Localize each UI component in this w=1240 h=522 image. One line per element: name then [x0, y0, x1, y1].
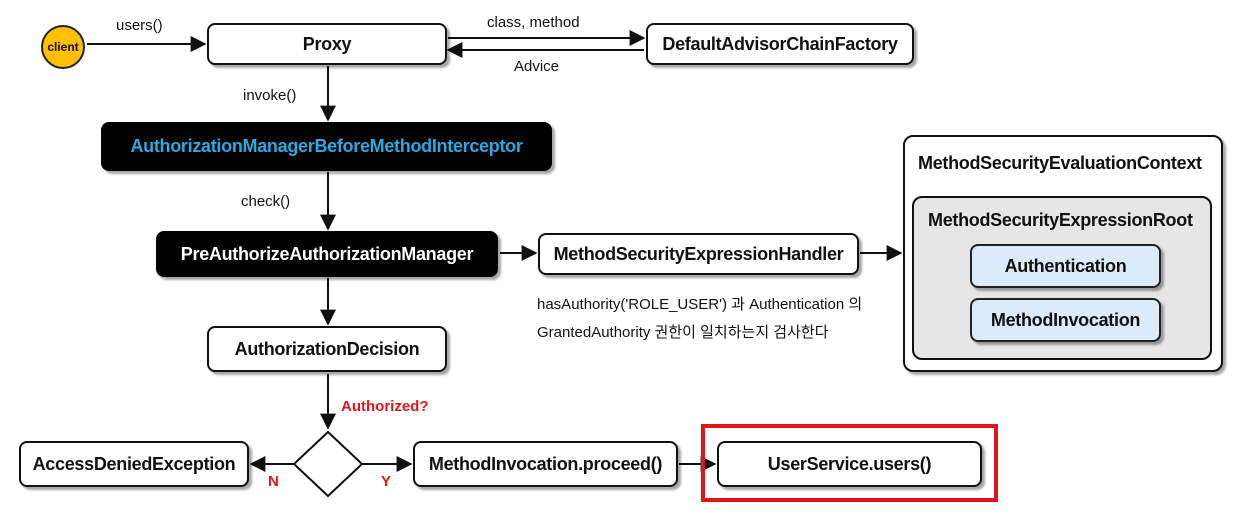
expression-handler-node: MethodSecurityExpressionHandler [538, 233, 859, 275]
user-service-highlight [701, 424, 998, 502]
expression-root-title: MethodSecurityExpressionRoot [928, 210, 1193, 230]
client-label: client [47, 40, 79, 54]
user-service-node: UserService.users() [717, 441, 982, 487]
evaluation-context-box: MethodSecurityEvaluationContext MethodSe… [903, 135, 1223, 372]
authentication-node: Authentication [970, 244, 1161, 288]
users-call-label: users() [116, 17, 163, 34]
authorized-question-label: Authorized? [341, 398, 429, 415]
check-label: check() [241, 193, 291, 210]
before-method-interceptor-label: AuthorizationManagerBeforeMethodIntercep… [130, 136, 523, 156]
pre-authorize-manager-label: PreAuthorizeAuthorizationManager [180, 243, 474, 264]
pre-authorize-manager-node: PreAuthorizeAuthorizationManager [156, 231, 498, 277]
authorization-decision-node: AuthorizationDecision [207, 326, 447, 372]
user-service-label: UserService.users() [767, 453, 932, 474]
no-branch-label: N [268, 473, 279, 490]
invoke-label: invoke() [243, 87, 297, 104]
access-denied-node: AccessDeniedException [19, 441, 249, 487]
method-invocation-node: MethodInvocation [970, 298, 1161, 342]
proxy-label: Proxy [302, 33, 352, 54]
expression-root-box: MethodSecurityExpressionRoot Authenticat… [912, 196, 1212, 360]
authentication-label: Authentication [1004, 255, 1127, 276]
method-invocation-label: MethodInvocation [990, 309, 1141, 330]
proceed-label: MethodInvocation.proceed() [428, 453, 663, 474]
class-method-label: class, method [487, 14, 580, 31]
evaluation-context-title: MethodSecurityEvaluationContext [918, 153, 1202, 173]
authorization-decision-label: AuthorizationDecision [234, 338, 420, 359]
authorized-decision-diamond [292, 430, 364, 498]
client-node: client [41, 25, 85, 69]
proceed-node: MethodInvocation.proceed() [413, 441, 678, 487]
note-line-2: GrantedAuthority 권한이 일치하는지 검사한다 [537, 324, 829, 341]
authority-check-note: hasAuthority('ROLE_USER') 과 Authenticati… [537, 291, 862, 347]
yes-branch-label: Y [381, 473, 392, 490]
advice-label: Advice [514, 58, 560, 75]
expression-handler-label: MethodSecurityExpressionHandler [553, 243, 844, 264]
access-denied-label: AccessDeniedException [32, 453, 236, 474]
note-line-1: hasAuthority('ROLE_USER') 과 Authenticati… [537, 296, 863, 313]
proxy-node: Proxy [207, 23, 447, 65]
advisor-chain-factory-node: DefaultAdvisorChainFactory [646, 23, 914, 65]
before-method-interceptor-node: AuthorizationManagerBeforeMethodIntercep… [101, 122, 552, 171]
advisor-chain-factory-label: DefaultAdvisorChainFactory [662, 33, 898, 54]
